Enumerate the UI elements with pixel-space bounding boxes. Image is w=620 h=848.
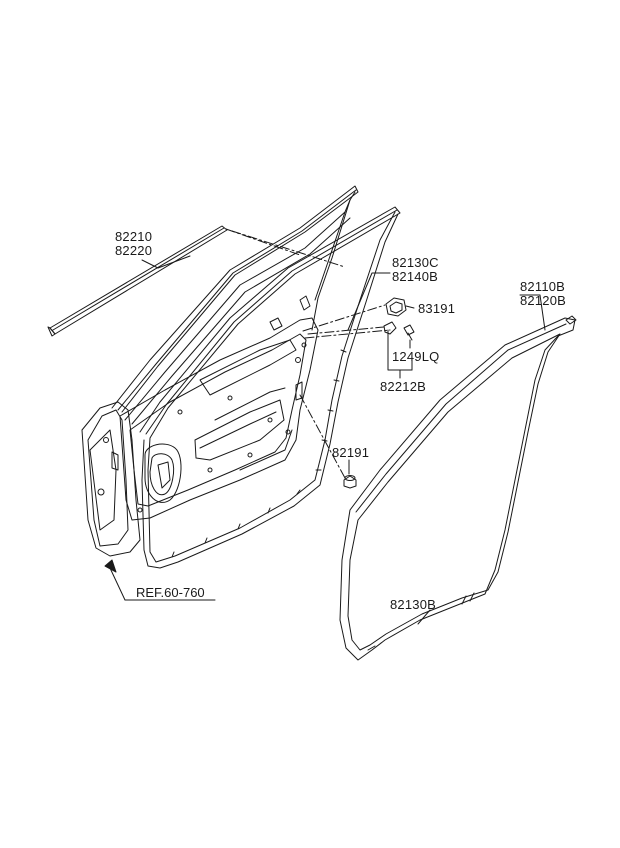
body-side-weatherstrip [339, 315, 577, 661]
part-number-82140B: 82140B [392, 269, 439, 284]
door-side-weatherstrip-loop [139, 206, 401, 569]
part-number-82191: 82191 [332, 445, 370, 460]
reference-lines [225, 228, 391, 479]
leader-lines [104, 255, 546, 625]
part-number-82220: 82220 [115, 243, 153, 258]
reference-label: REF.60-760 [136, 585, 205, 600]
belt-weatherstrip-part [47, 225, 228, 337]
clip-83191-part [385, 297, 407, 317]
part-number-82210: 82210 [115, 229, 153, 244]
clip-82212B-part [383, 321, 397, 335]
part-number-83191: 83191 [418, 301, 456, 316]
part-number-82212B: 82212B [380, 379, 427, 394]
part-number-82130B: 82130B [390, 597, 437, 612]
part-number-82120B: 82120B [520, 293, 567, 308]
screw-1249LQ-part [403, 324, 415, 341]
part-number-82110B: 82110B [520, 279, 566, 294]
part-number-82130C: 82130C [392, 255, 439, 270]
part-number-1249LQ: 1249LQ [392, 349, 440, 364]
plug-82191-part [343, 475, 357, 489]
